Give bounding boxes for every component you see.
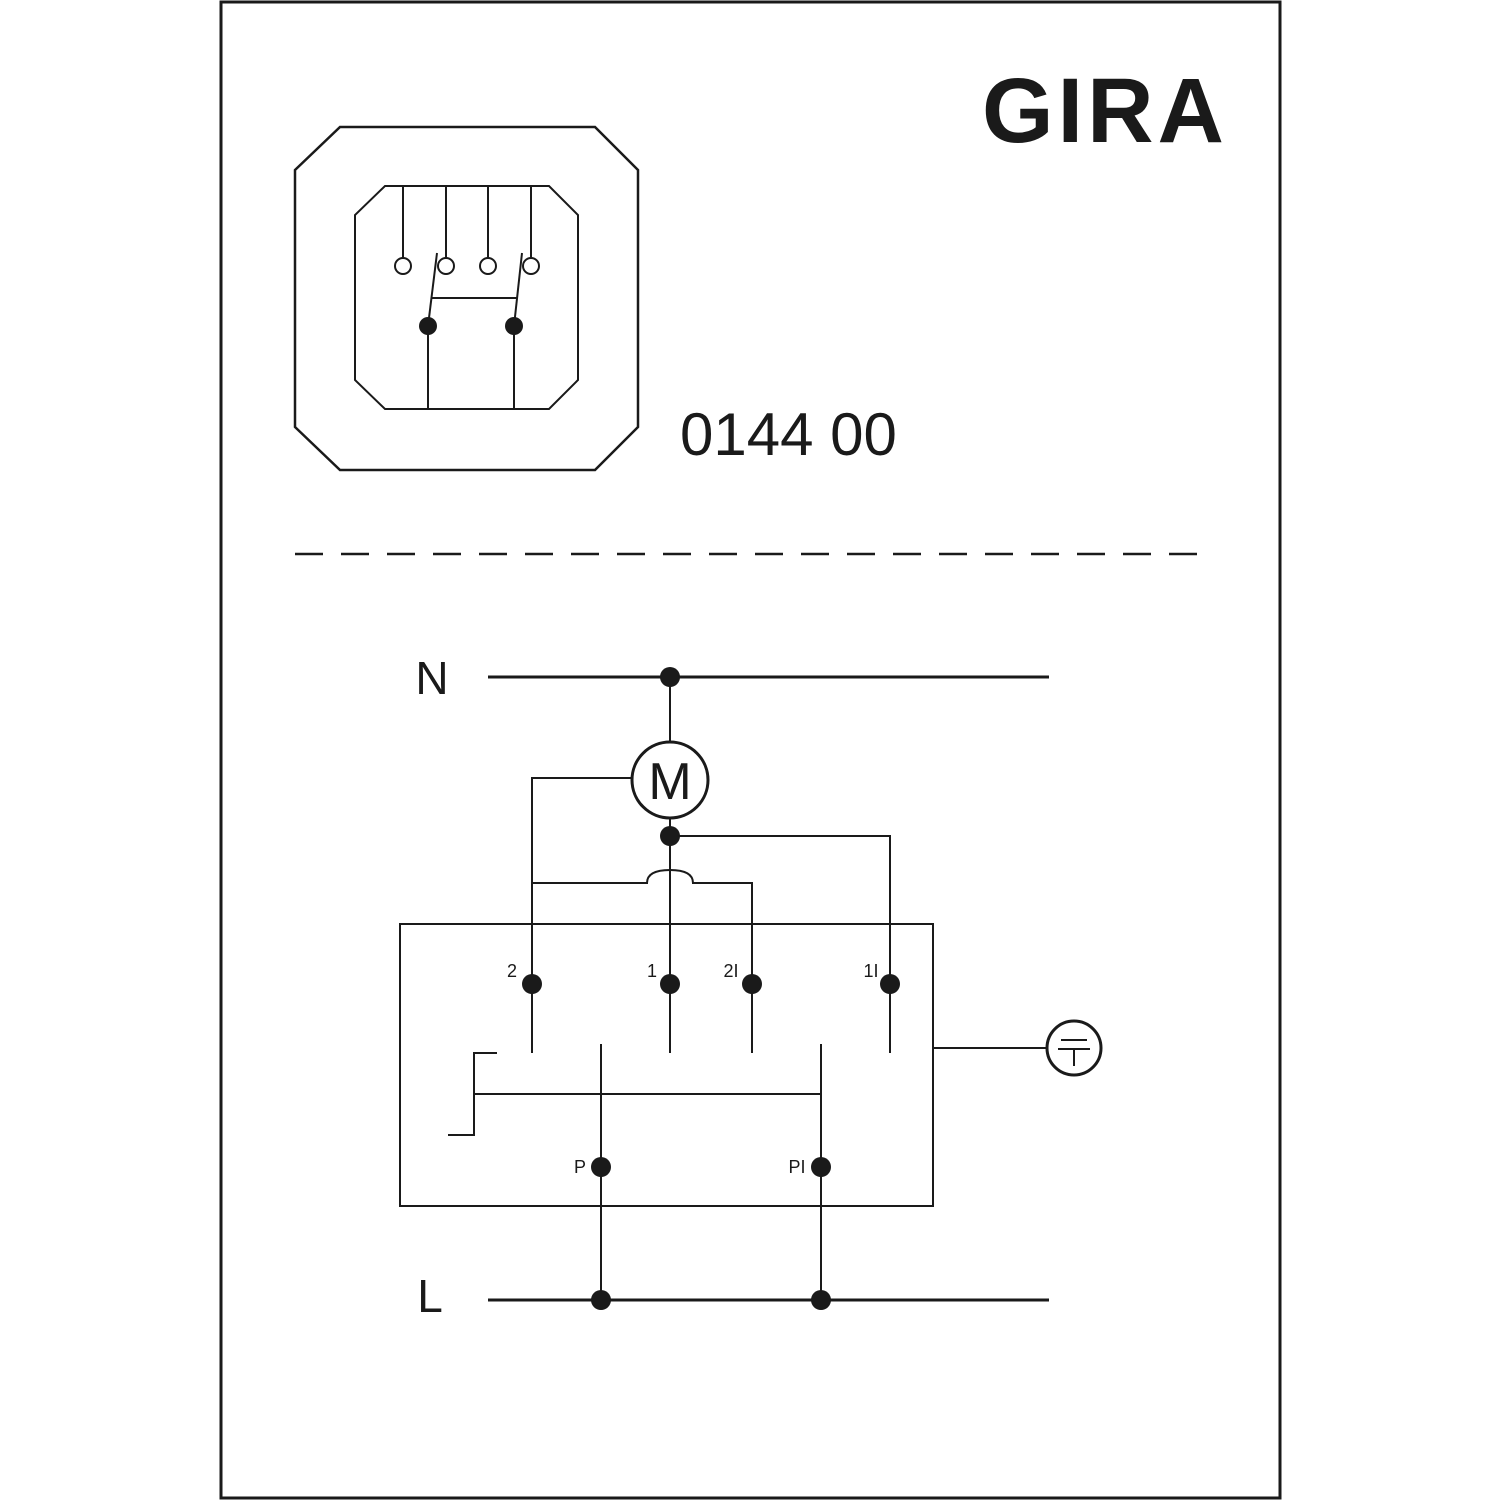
terminal-label-1i: 1I	[863, 961, 878, 981]
terminal-label-p: P	[574, 1157, 586, 1177]
contact-open-circle	[394, 257, 412, 275]
device-inner-frame	[354, 185, 579, 410]
switch-blade	[513, 252, 523, 327]
contact-open-circle	[437, 257, 455, 275]
junction-dot	[811, 1290, 831, 1310]
terminal-label-2: 2	[507, 961, 517, 981]
terminal-label-1: 1	[647, 961, 657, 981]
terminal-label-2i: 2I	[723, 961, 738, 981]
earth-icon	[1045, 1019, 1103, 1077]
article-number: 0144 00	[680, 401, 897, 468]
contact-open-circle	[479, 257, 497, 275]
motor-label: M	[648, 753, 691, 811]
switch-unit-box	[399, 923, 934, 1207]
sheet-border	[219, 0, 1282, 1500]
contact-open-circle	[522, 257, 540, 275]
terminal-label-pi: PI	[788, 1157, 805, 1177]
device-symbol	[293, 125, 640, 472]
terminal-pi	[811, 1157, 831, 1177]
neutral-label: N	[415, 652, 448, 704]
terminal-p	[591, 1157, 611, 1177]
brand-logo: GIRA	[982, 60, 1228, 162]
switch-blade	[427, 252, 438, 327]
line-label: L	[417, 1270, 443, 1322]
device-outer-frame	[293, 125, 640, 472]
junction-dot	[591, 1290, 611, 1310]
